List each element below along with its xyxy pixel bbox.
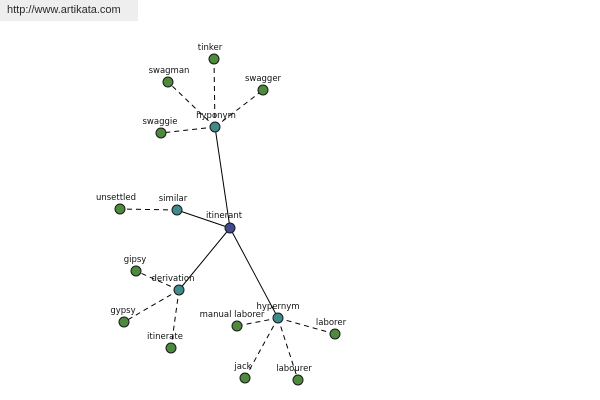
edge-hyponym-swaggie <box>160 126 216 134</box>
edge-itinerant-hyponym <box>214 126 231 229</box>
node-label-similar[interactable]: similar <box>159 194 188 204</box>
node-label-itinerant[interactable]: itinerant <box>206 211 243 221</box>
node-manual-laborer[interactable] <box>231 320 243 332</box>
node-itinerant[interactable] <box>224 222 236 234</box>
edge-hyponym-tinker <box>213 58 216 128</box>
edge-similar-unsettled <box>119 208 178 211</box>
edge-hyponym-swagger <box>214 89 264 128</box>
node-hyponym[interactable] <box>209 121 221 133</box>
edges-layer <box>119 58 336 381</box>
node-label-derivation[interactable]: derivation <box>151 274 194 284</box>
node-labourer[interactable] <box>292 374 304 386</box>
node-swagman[interactable] <box>162 76 174 88</box>
edge-hypernym-labourer <box>277 317 299 381</box>
node-label-swagger[interactable]: swagger <box>245 74 282 84</box>
edge-itinerant-similar <box>176 209 231 229</box>
node-label-hyponym[interactable]: hyponym <box>196 111 236 121</box>
node-hypernym[interactable] <box>272 312 284 324</box>
node-label-itinerate[interactable]: itinerate <box>147 332 183 342</box>
edge-hypernym-jack <box>244 317 279 379</box>
node-gipsy[interactable] <box>130 265 142 277</box>
edge-itinerant-hypernym <box>229 227 279 319</box>
node-label-manual-laborer[interactable]: manual laborer <box>200 310 265 320</box>
node-label-swaggie[interactable]: swaggie <box>143 117 178 127</box>
node-label-gipsy[interactable]: gipsy <box>124 255 147 265</box>
node-swagger[interactable] <box>257 84 269 96</box>
node-label-jack[interactable]: jack <box>233 362 251 372</box>
node-label-laborer[interactable]: laborer <box>316 318 347 328</box>
node-gypsy[interactable] <box>118 316 130 328</box>
node-unsettled[interactable] <box>114 203 126 215</box>
node-label-labourer[interactable]: labourer <box>276 364 312 374</box>
edge-itinerant-derivation <box>178 227 231 291</box>
site-url-banner[interactable]: http://www.artikata.com <box>0 0 138 21</box>
labels-layer: itinerant hyponym similar derivation hyperny… <box>96 43 347 374</box>
node-swaggie[interactable] <box>155 127 167 139</box>
node-label-hypernym[interactable]: hypernym <box>256 302 299 312</box>
node-label-unsettled[interactable]: unsettled <box>96 193 136 203</box>
edge-hypernym-laborer <box>277 317 336 335</box>
node-derivation[interactable] <box>173 284 185 296</box>
nodes-layer <box>114 53 341 386</box>
node-label-gypsy[interactable]: gypsy <box>110 306 135 316</box>
node-similar[interactable] <box>171 204 183 216</box>
edge-hypernym-manual-laborer <box>236 317 279 327</box>
edge-derivation-gipsy <box>135 270 180 291</box>
node-itinerate[interactable] <box>165 342 177 354</box>
edge-derivation-gypsy <box>123 289 180 323</box>
edge-derivation-itinerate <box>170 289 180 349</box>
node-tinker[interactable] <box>208 53 220 65</box>
edge-hyponym-swagman <box>167 81 216 128</box>
node-label-swagman[interactable]: swagman <box>149 66 190 76</box>
node-label-tinker[interactable]: tinker <box>198 43 223 53</box>
node-jack[interactable] <box>239 372 251 384</box>
node-laborer[interactable] <box>329 328 341 340</box>
